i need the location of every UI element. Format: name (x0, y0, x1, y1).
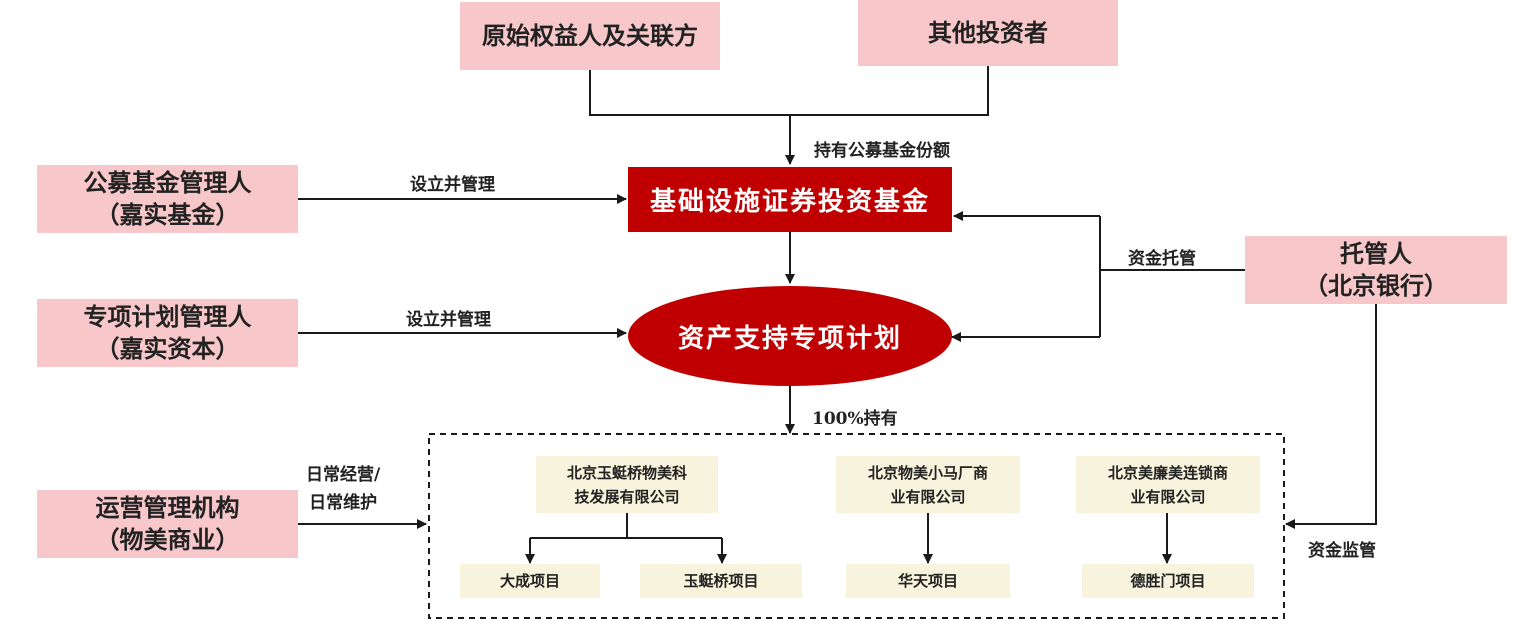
operator-org: （物美商业） (95, 525, 240, 554)
project-huatian-box: 华天项目 (846, 564, 1010, 598)
fund-custody-label: 资金托管 (1128, 249, 1196, 269)
operator-box: 运营管理机构 （物美商业） (37, 490, 298, 558)
company-2-line-1: 北京物美小马厂商 (867, 463, 988, 482)
project-dacheng-label: 大成项目 (499, 572, 560, 590)
project-dacheng-box: 大成项目 (460, 564, 600, 598)
line-original-owner (589, 66, 989, 116)
establish-manage-label-1: 设立并管理 (410, 175, 495, 195)
other-investors-box: 其他投资者 (858, 0, 1118, 66)
custodian-box: 托管人 （北京银行） (1245, 236, 1507, 304)
plan-manager-name: 专项计划管理人 (83, 302, 252, 331)
plan-manager-box: 专项计划管理人 （嘉实资本） (37, 299, 298, 367)
fund-supervision-label: 资金监管 (1308, 541, 1376, 561)
company-1-box: 北京玉蜓桥物美科 技发展有限公司 (536, 456, 718, 513)
custodian-name: 托管人 (1340, 239, 1412, 268)
fund-manager-org: （嘉实基金） (95, 200, 240, 229)
infra-fund-box: 基础设施证券投资基金 (628, 167, 952, 232)
arrow-supervision (1285, 304, 1377, 529)
fund-manager-box: 公募基金管理人 （嘉实基金） (37, 165, 298, 233)
abs-plan-text-box: 资产支持专项计划 (628, 286, 952, 386)
infra-fund-label: 基础设施证券投资基金 (649, 187, 930, 217)
company-2-line-2: 业有限公司 (890, 487, 966, 506)
project-yutingqiao-box: 玉蜓桥项目 (640, 564, 802, 598)
project-yutingqiao-label: 玉蜓桥项目 (683, 572, 759, 590)
project-deshengmen-label: 德胜门项目 (1130, 572, 1206, 590)
abs-plan-ellipse (628, 286, 952, 386)
line-company1-split (530, 513, 722, 539)
other-investors-label: 其他投资者 (928, 18, 1048, 47)
original-owner-label: 原始权益人及关联方 (482, 21, 698, 50)
company-3-line-2: 业有限公司 (1130, 487, 1206, 506)
company-3-box: 北京美廉美连锁商 业有限公司 (1076, 456, 1260, 513)
original-owner-box: 原始权益人及关联方 (460, 2, 720, 70)
plan-manager-org: （嘉实资本） (95, 334, 240, 363)
hold-100-label: 100%持有 (812, 409, 898, 429)
project-deshengmen-box: 德胜门项目 (1082, 564, 1254, 598)
hold-fund-shares-label: 持有公募基金份额 (814, 141, 950, 161)
company-1-line-2: 技发展有限公司 (574, 487, 680, 506)
establish-manage-label-2: 设立并管理 (406, 310, 491, 330)
daily-ops-line-1: 日常经营/ (306, 465, 381, 485)
daily-ops-label: 日常经营/ 日常维护 (306, 461, 380, 517)
holding-companies-container (428, 433, 1285, 619)
company-3-line-1: 北京美廉美连锁商 (1107, 463, 1228, 482)
company-1-line-1: 北京玉蜓桥物美科 (566, 463, 687, 482)
custodian-org: （北京银行） (1304, 271, 1448, 300)
company-2-box: 北京物美小马厂商 业有限公司 (836, 456, 1020, 513)
operator-name: 运营管理机构 (95, 493, 240, 522)
fund-manager-name: 公募基金管理人 (83, 168, 252, 197)
project-huatian-label: 华天项目 (897, 572, 958, 590)
daily-ops-line-2: 日常维护 (309, 493, 378, 513)
abs-plan-label: 资产支持专项计划 (677, 323, 902, 354)
